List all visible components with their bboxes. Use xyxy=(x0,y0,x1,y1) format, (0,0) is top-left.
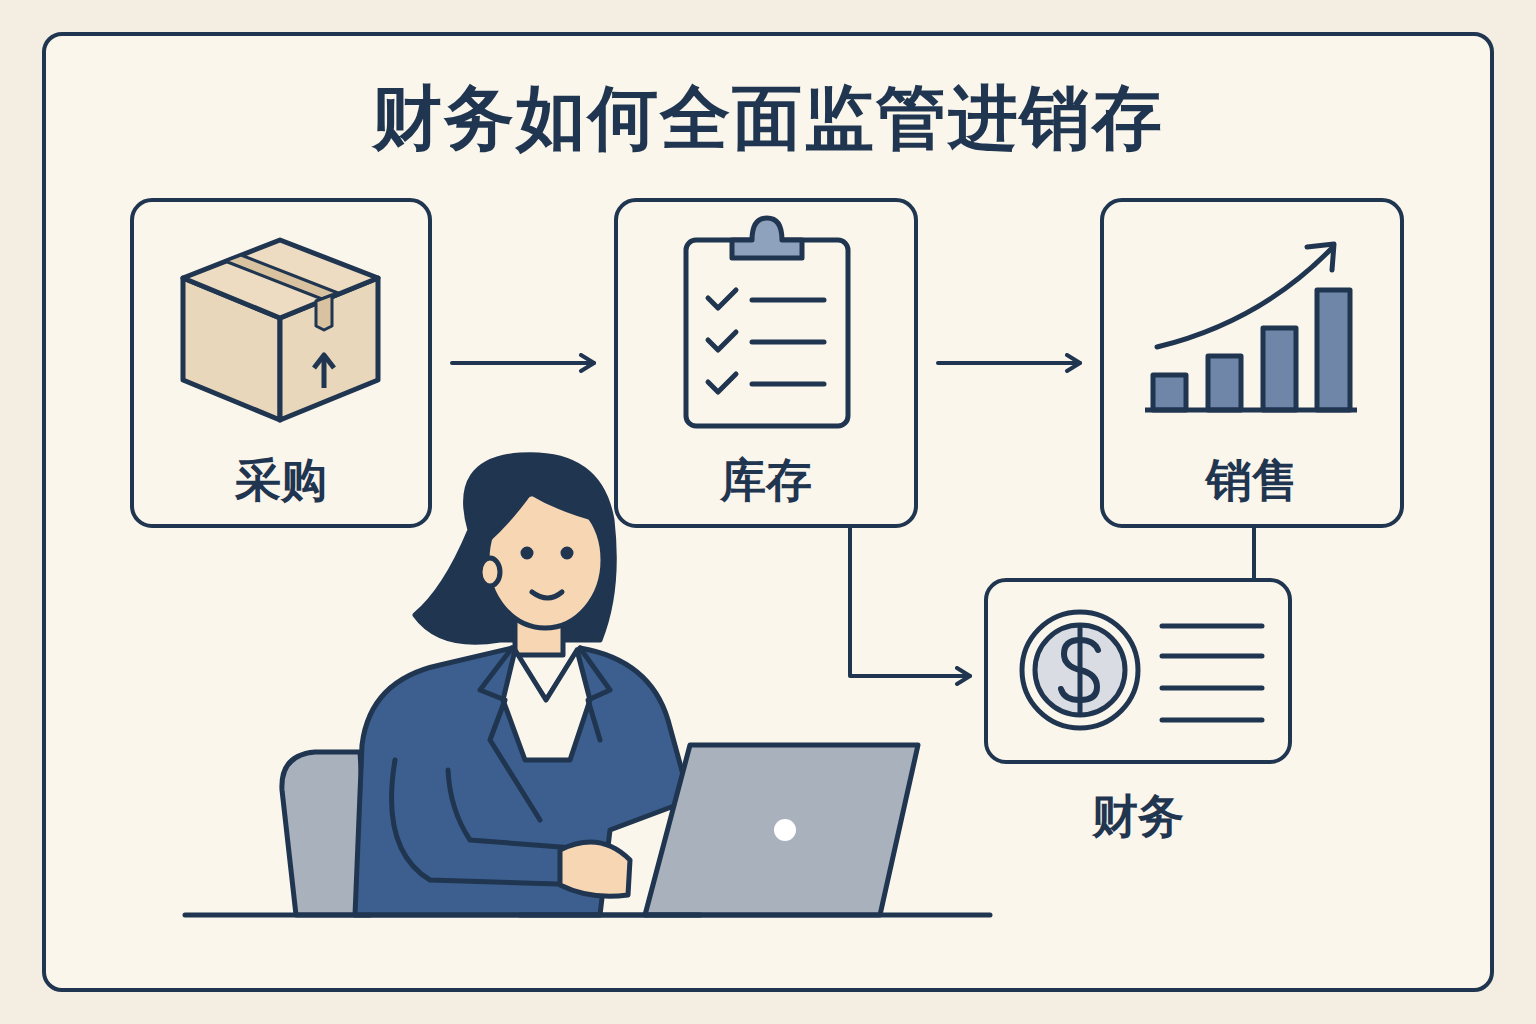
title: 财务如何全面监管进销存 xyxy=(0,72,1536,166)
flow-connector xyxy=(938,361,1080,365)
process-box: 采购 xyxy=(130,198,432,528)
node-label: 库存 xyxy=(618,450,914,512)
clipboard-icon xyxy=(686,218,848,426)
flow-connector xyxy=(452,361,594,365)
flow-connector xyxy=(850,528,970,676)
chart-icon xyxy=(1145,244,1357,410)
dollar-icon xyxy=(1022,612,1262,728)
node-label: 销售 xyxy=(1104,450,1400,512)
process-box: 财务 xyxy=(984,578,1292,764)
flow-connector xyxy=(1252,528,1256,578)
frame xyxy=(44,34,1492,990)
node-caption: 财务 xyxy=(988,786,1288,848)
woman-figure xyxy=(185,455,990,915)
node-label: 采购 xyxy=(134,450,428,512)
process-box: 库存 xyxy=(614,198,918,528)
box-icon xyxy=(183,240,378,420)
process-box: 销售 xyxy=(1100,198,1404,528)
